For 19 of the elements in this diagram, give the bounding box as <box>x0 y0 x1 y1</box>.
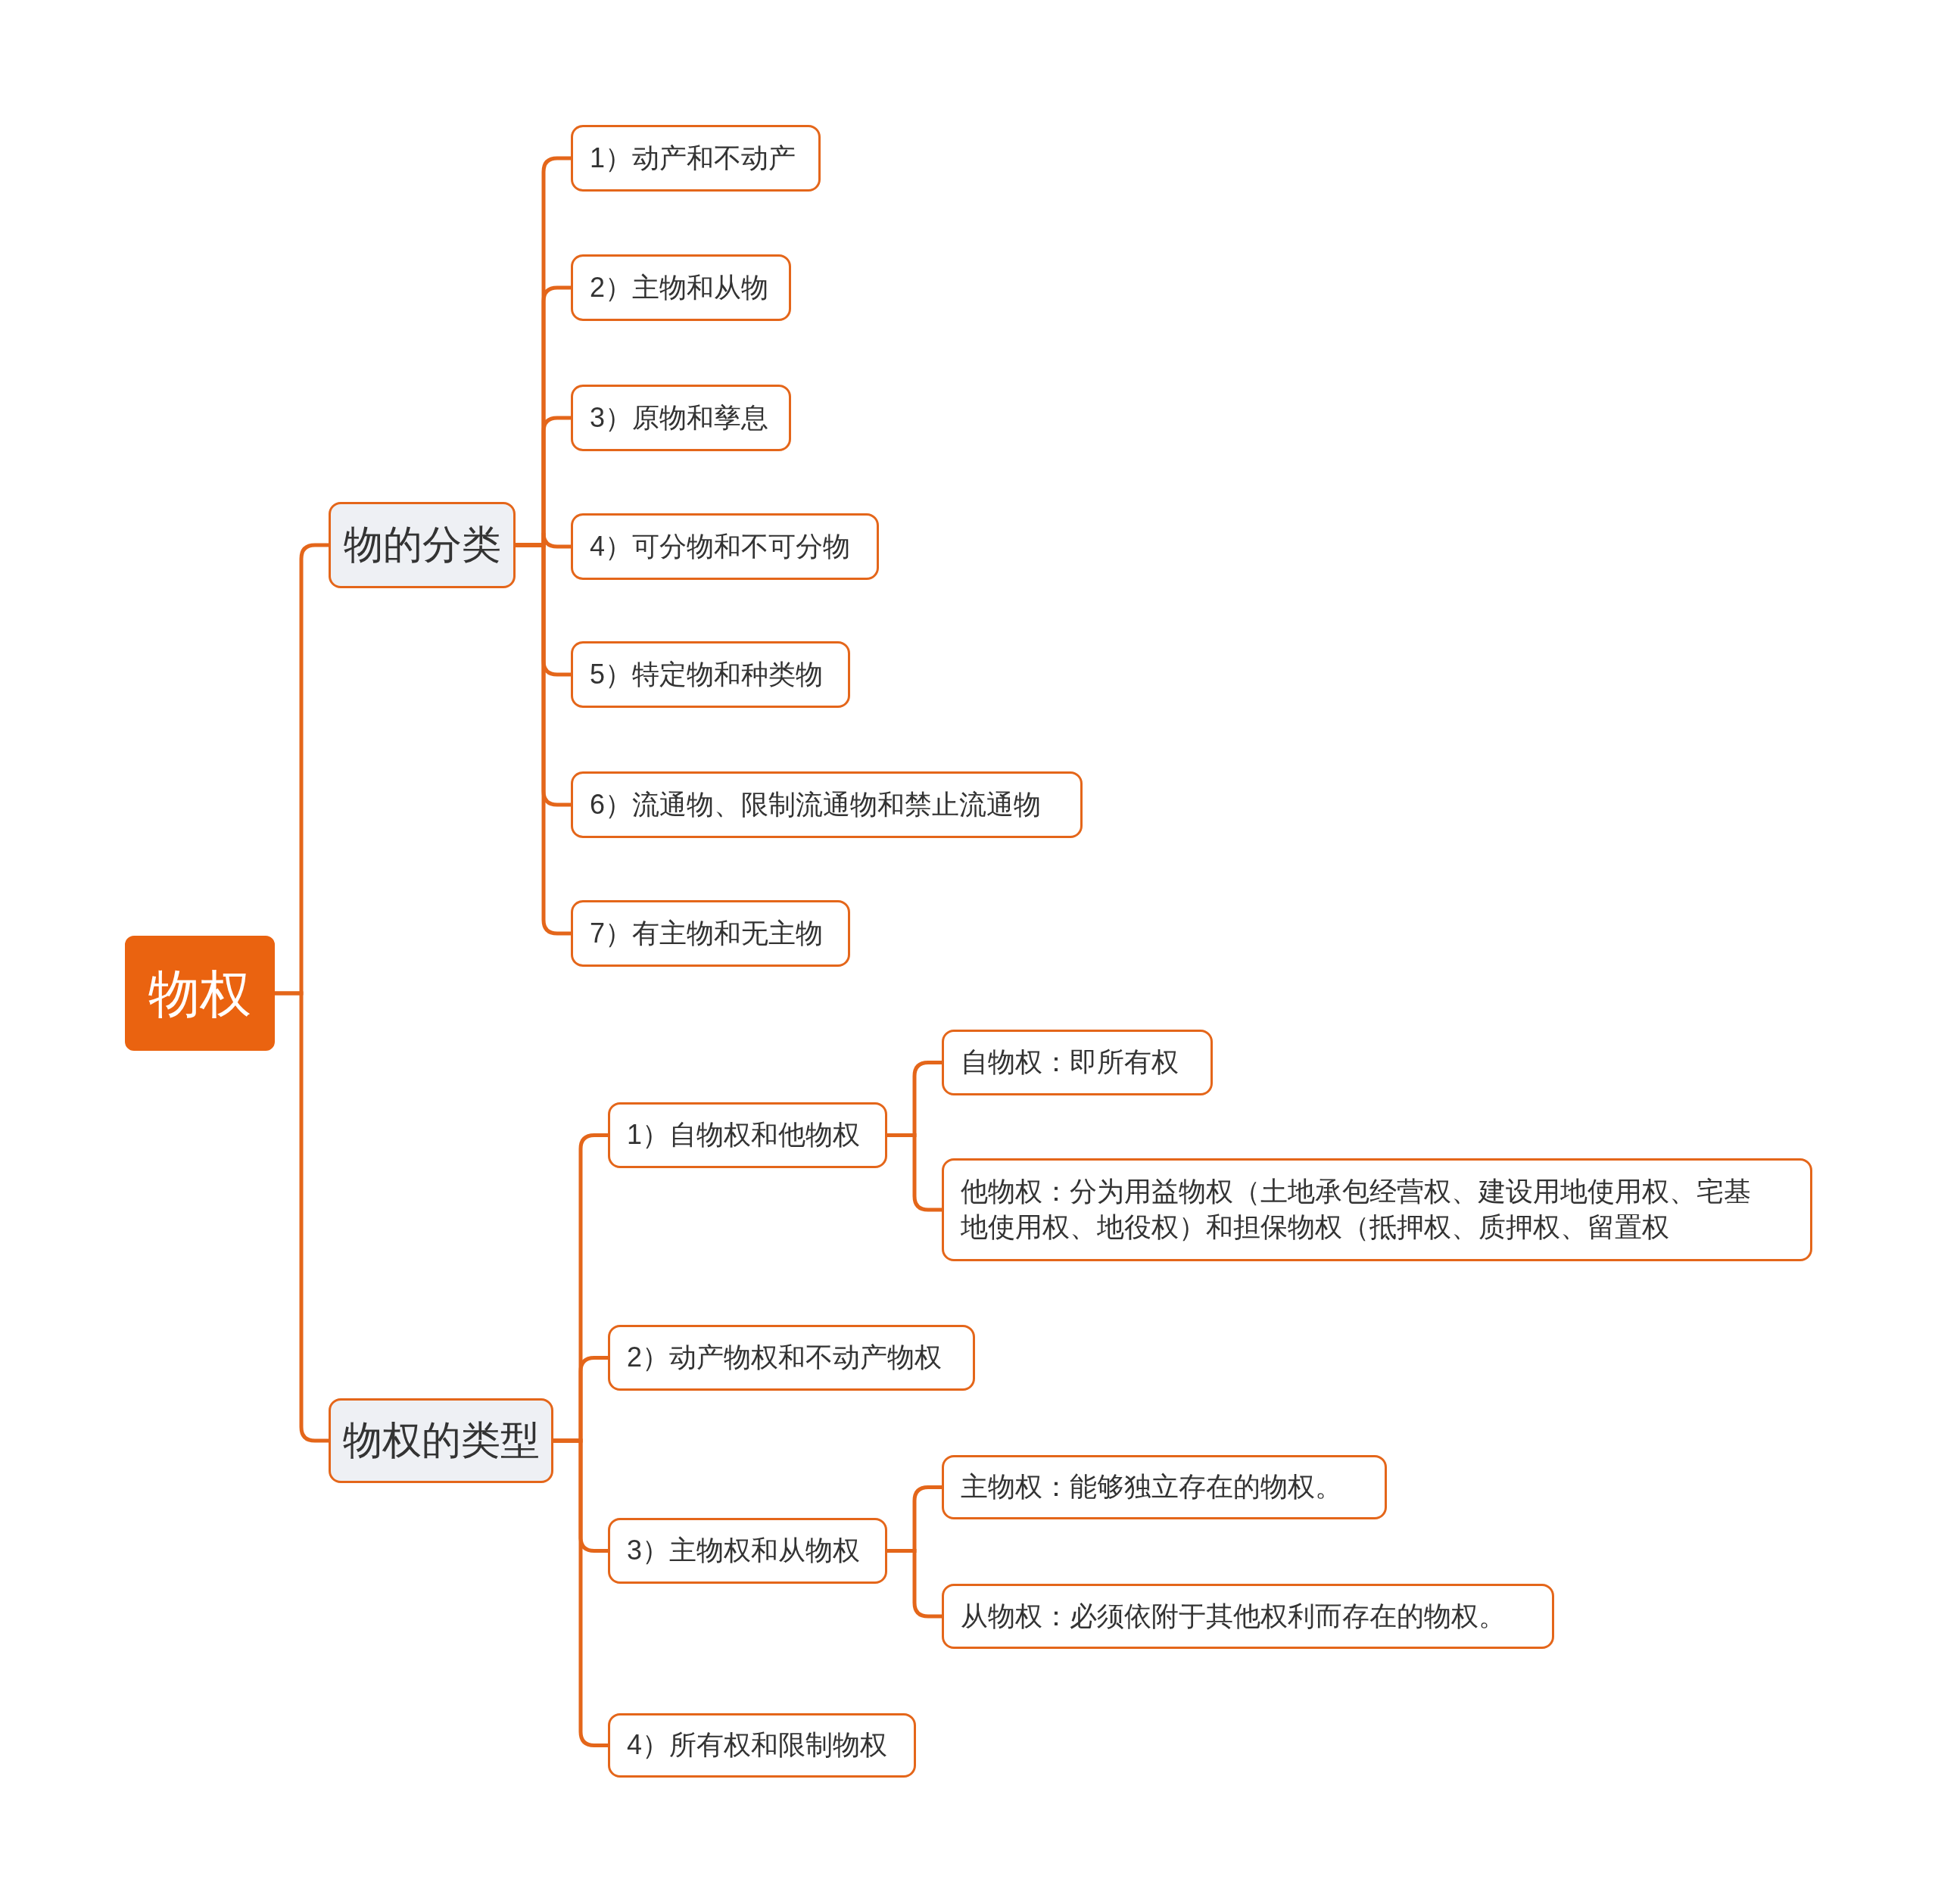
subtopic-box: 7）有主物和无主物 <box>571 900 850 967</box>
subtopic-box: 主物权：能够独立存在的物权。 <box>942 1455 1387 1519</box>
subtopic-box: 3）原物和孳息 <box>571 385 791 451</box>
subtopic-box: 他物权：分为用益物权（土地承包经营权、建设用地使用权、宅基地使用权、地役权）和担保物权（抵押权、质押权、留置权 <box>942 1158 1812 1261</box>
subtopic-box: 自物权：即所有权 <box>942 1030 1213 1095</box>
root-topic-box: 物权 <box>125 936 275 1051</box>
subtopic-box: 从物权：必须依附于其他权利而存在的物权。 <box>942 1584 1554 1649</box>
subtopic-box: 1）自物权和他物权 <box>608 1102 887 1168</box>
subtopic-box: 1）动产和不动产 <box>571 125 821 192</box>
subtopic-box: 4）可分物和不可分物 <box>571 513 879 580</box>
subtopic-box: 2）动产物权和不动产物权 <box>608 1325 975 1391</box>
subtopic-box: 3）主物权和从物权 <box>608 1518 887 1584</box>
subtopic-box: 5）特定物和种类物 <box>571 641 850 708</box>
connector-line <box>516 543 571 936</box>
branch-topic-box: 物权的类型 <box>329 1398 553 1483</box>
subtopic-box: 2）主物和从物 <box>571 254 791 321</box>
subtopic-box: 6）流通物、限制流通物和禁止流通物 <box>571 771 1083 838</box>
subtopic-box: 4）所有权和限制物权 <box>608 1713 916 1778</box>
branch-topic-box: 物的分类 <box>329 502 516 588</box>
